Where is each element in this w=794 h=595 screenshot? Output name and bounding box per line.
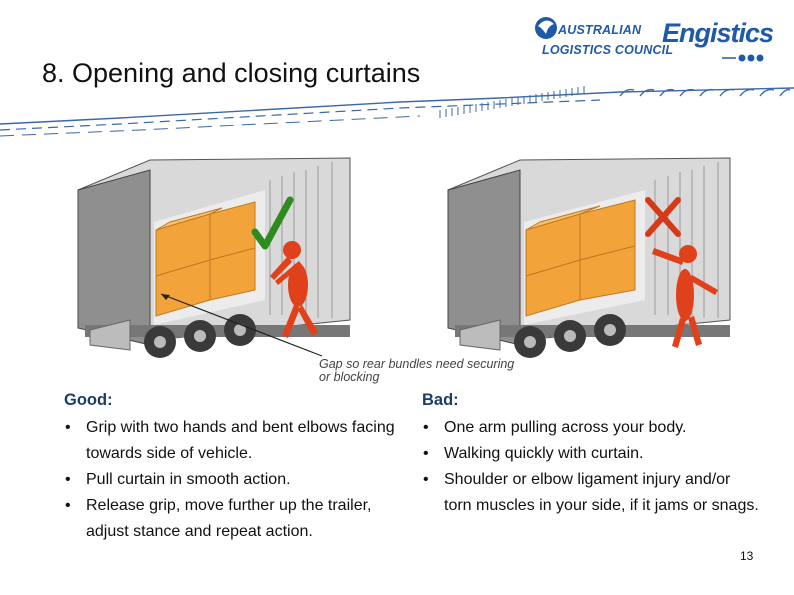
cargo-bundles	[525, 199, 636, 317]
cross-icon	[645, 197, 681, 237]
alc-logo-line2: LOGISTICS COUNCIL	[542, 43, 674, 57]
caption-leader-line	[160, 293, 323, 357]
bad-heading: Bad:	[422, 391, 459, 409]
cargo-bundles	[155, 201, 256, 317]
bad-practices: Bad: One arm pulling across your body. W…	[422, 391, 762, 519]
bad-list: One arm pulling across your body. Walkin…	[422, 415, 762, 519]
check-icon	[251, 196, 294, 250]
header-decorative-rule	[0, 86, 794, 137]
good-technique-illustration	[77, 157, 351, 358]
good-heading: Good:	[64, 391, 113, 409]
worker-figure	[270, 241, 318, 338]
illustration-caption: Gap so rear bundles need securing or blo…	[319, 357, 515, 384]
engistics-dots-icon	[722, 54, 764, 62]
alc-logo-line1: AUSTRALIAN	[558, 23, 642, 37]
good-item: Grip with two hands and bent elbows faci…	[64, 415, 404, 467]
bad-item: Walking quickly with curtain.	[422, 441, 762, 467]
bad-item: Shoulder or elbow ligament injury and/or…	[422, 467, 762, 519]
bad-technique-illustration	[447, 157, 731, 358]
good-item: Pull curtain in smooth action.	[64, 467, 404, 493]
good-practices: Good: Grip with two hands and bent elbow…	[64, 391, 404, 545]
alc-logo-icon	[535, 17, 557, 39]
good-list: Grip with two hands and bent elbows faci…	[64, 415, 404, 545]
bad-item: One arm pulling across your body.	[422, 415, 762, 441]
alc-logo-text: AUSTRALIAN LOGISTICS COUNCIL	[542, 20, 673, 60]
engistics-logo: Engistics	[662, 18, 774, 48]
slide-title: 8. Opening and closing curtains	[42, 58, 421, 88]
worker-figure	[652, 245, 718, 348]
page-number: 13	[740, 549, 754, 563]
good-item: Release grip, move further up the traile…	[64, 493, 404, 545]
